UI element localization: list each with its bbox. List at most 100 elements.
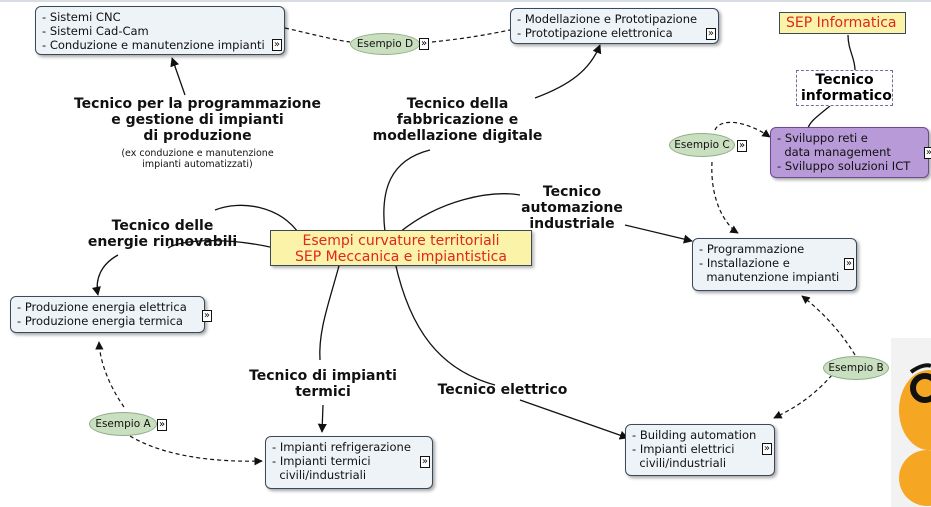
esempio-b-label: Esempio B <box>828 362 884 374</box>
link-cnc-esempio-d <box>284 27 351 43</box>
expand-icon[interactable]: » <box>271 39 282 51</box>
node-impianti[interactable]: Impianti refrigerazione Impianti termici… <box>265 436 433 489</box>
label-line: e gestione di impianti <box>111 112 284 128</box>
node-sviluppo-item: data management <box>784 145 891 159</box>
label-fabbricazione: Tecnico della fabbricazione e modellazio… <box>365 96 550 144</box>
link-elettrico-building <box>519 399 629 440</box>
link-esempio-b-programmazione <box>801 295 856 356</box>
label-line: energie rinnovabili <box>87 234 238 250</box>
node-building[interactable]: Building automation Impianti elettrici c… <box>625 424 775 476</box>
node-sviluppo-item: Sviluppo reti e <box>777 131 912 145</box>
central-topic[interactable]: Esempi curvature territoriali SEP Meccan… <box>270 230 532 266</box>
esempio-c-label: Esempio C <box>674 139 730 151</box>
link-fabb-modellazione <box>534 44 602 99</box>
node-programmazione[interactable]: Programmazione Installazione e manutenzi… <box>692 238 857 291</box>
label-line: Tecnico della <box>406 96 509 112</box>
esempio-c-ellipse[interactable]: Esempio C <box>669 133 735 157</box>
label-programmazione-note: (ex conduzione e manutenzione impianti a… <box>110 148 285 170</box>
link-esempio-d-modellazione <box>431 29 511 43</box>
node-building-item: Impianti elettrici <box>632 442 758 456</box>
label-line: Tecnico per la programmazione <box>73 96 322 112</box>
node-impianti-item: civili/industriali <box>279 468 367 482</box>
expand-icon[interactable]: » <box>737 140 748 152</box>
node-cnc-item: Conduzione e manutenzione impianti <box>42 38 268 52</box>
node-energia[interactable]: Produzione energia elettrica Produzione … <box>10 296 212 333</box>
link-center-fabbricazione <box>383 149 431 233</box>
node-programmazione-item: Installazione e <box>699 256 840 270</box>
label-termici: Tecnico di impianti termici <box>238 368 408 400</box>
expand-icon[interactable]: » <box>761 443 772 455</box>
node-programmazione-item: Programmazione <box>699 242 840 256</box>
expand-icon[interactable]: » <box>923 147 931 159</box>
esempio-d-ellipse[interactable]: Esempio D <box>350 33 420 55</box>
link-center-elettrico <box>394 261 496 386</box>
node-cnc-item: Sistemi CNC <box>42 10 268 24</box>
label-line: fabbricazione e <box>396 112 519 128</box>
label-line: Tecnico delle <box>111 218 214 234</box>
expand-icon[interactable]: » <box>201 310 212 322</box>
label-line: industriale <box>529 216 615 232</box>
expand-icon[interactable]: » <box>705 28 716 40</box>
sep-informatica-box[interactable]: SEP Informatica <box>779 12 906 34</box>
top-border <box>0 0 931 2</box>
node-sviluppo[interactable]: Sviluppo reti e data management Sviluppo… <box>770 127 931 178</box>
mascot-image <box>891 338 931 507</box>
label-elettrico: Tecnico elettrico <box>430 382 575 398</box>
tecnico-informatico-line1: Tecnico <box>815 72 874 88</box>
link-esempio-a-impianti <box>129 435 263 466</box>
node-impianti-item: Impianti termici <box>272 454 416 468</box>
link-prog-cnc <box>170 57 186 96</box>
sep-informatica-label: SEP Informatica <box>786 15 897 31</box>
note-line: (ex conduzione e manutenzione <box>121 148 274 159</box>
esempio-a-ellipse[interactable]: Esempio A <box>89 412 157 436</box>
node-energia-item: Produzione energia elettrica <box>17 300 188 314</box>
link-esempio-c-sviluppo <box>714 121 771 138</box>
esempio-b-ellipse[interactable]: Esempio B <box>823 356 889 380</box>
label-line: Tecnico di impianti <box>249 368 397 384</box>
label-energie: Tecnico delle energie rinnovabili <box>80 218 245 250</box>
central-topic-line1: Esempi curvature territoriali <box>302 233 500 249</box>
link-auto-programmazione <box>624 224 693 244</box>
node-modellazione[interactable]: Modellazione e Prototipazione Prototipaz… <box>510 8 719 44</box>
node-building-item: civili/industriali <box>639 456 727 470</box>
mascot-figure-icon <box>891 338 931 507</box>
expand-icon[interactable]: » <box>419 38 430 50</box>
node-energia-item: Produzione energia termica <box>17 314 188 328</box>
expand-icon[interactable]: » <box>843 258 854 270</box>
tecnico-informatico-box[interactable]: Tecnico informatico <box>796 70 893 106</box>
label-line: Tecnico <box>542 184 602 200</box>
node-impianti-item: Impianti refrigerazione <box>272 440 416 454</box>
node-building-item: Building automation <box>632 428 758 442</box>
label-line: Tecnico elettrico <box>437 382 568 398</box>
esempio-a-label: Esempio A <box>95 418 151 430</box>
esempio-d-label: Esempio D <box>356 38 414 50</box>
link-termici-impianti <box>317 404 327 433</box>
label-line: automazione <box>521 200 623 216</box>
link-energie-energia <box>91 254 119 296</box>
link-esempio-b-building <box>773 374 833 419</box>
link-esempio-c-programmazione <box>711 161 739 234</box>
node-sviluppo-item: Sviluppo soluzioni ICT <box>777 159 912 173</box>
link-center-automazione <box>399 193 521 233</box>
central-topic-line2: SEP Meccanica e impiantistica <box>295 249 507 265</box>
expand-icon[interactable]: » <box>419 456 430 468</box>
tecnico-informatico-line2: informatico <box>801 88 892 104</box>
node-programmazione-item: manutenzione impianti <box>706 270 840 284</box>
link-esempio-a-energia <box>95 341 125 408</box>
label-line: di produzione <box>143 128 252 144</box>
link-center-termici <box>319 261 341 361</box>
link-sep-tinfo <box>847 34 856 71</box>
note-line: impianti automatizzati) <box>142 159 253 170</box>
expand-icon[interactable]: » <box>157 419 168 431</box>
label-line: modellazione digitale <box>372 128 543 144</box>
link-center-programmazione <box>214 204 301 236</box>
node-modellazione-item: Modellazione e Prototipazione <box>517 12 702 26</box>
node-cnc-item: Sistemi Cad-Cam <box>42 24 268 38</box>
label-automazione: Tecnico automazione industriale <box>512 184 632 232</box>
node-cnc[interactable]: Sistemi CNC Sistemi Cad-Cam Conduzione e… <box>35 6 285 55</box>
link-tinfo-sviluppo <box>807 105 831 129</box>
label-line: termici <box>295 384 351 400</box>
node-modellazione-item: Prototipazione elettronica <box>517 26 702 40</box>
